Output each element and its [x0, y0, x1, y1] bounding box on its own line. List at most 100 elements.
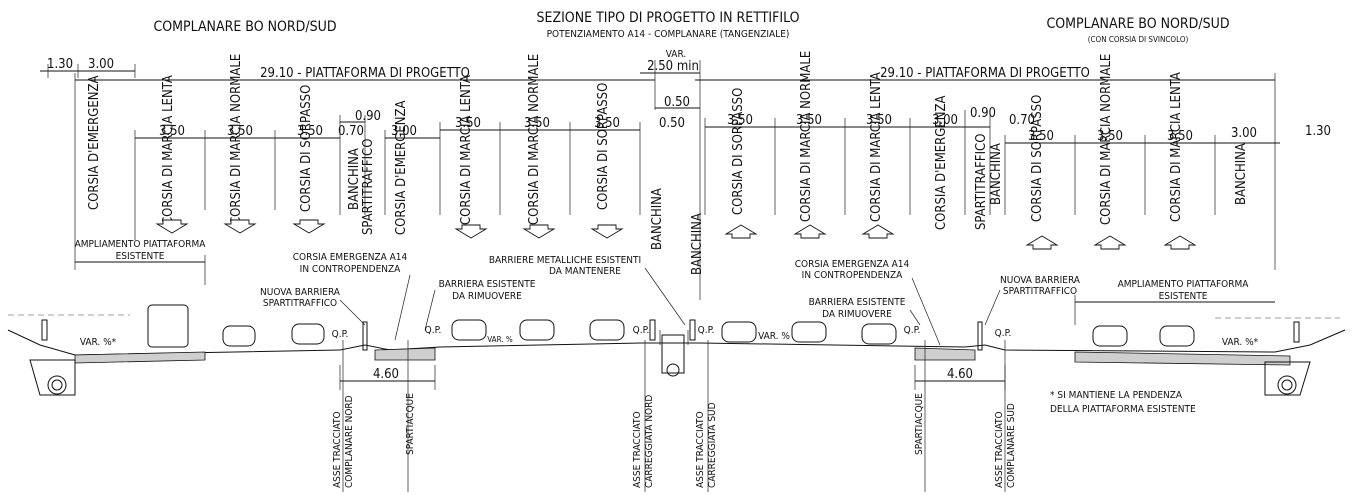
- dim-r-sorpasso: 3.50: [727, 113, 753, 128]
- note-ampliamento-left-2: ESISTENTE: [116, 251, 165, 262]
- direction-arrows-down: [155, 219, 624, 239]
- note-barriere-metalliche-1: BARRIERE METALLICHE ESISTENTI: [489, 255, 641, 266]
- arrow-down-icon: [155, 219, 189, 234]
- note-barriera-esistente-right-1: BARRIERA ESISTENTE: [809, 297, 906, 308]
- footnote-line-2: DELLA PIATTAFORMA ESISTENTE: [1050, 404, 1196, 415]
- note-nuova-barriera-left-2: SPARTITRAFFICO: [263, 298, 337, 309]
- slope-var-mid-left: VAR. %: [487, 335, 513, 344]
- axis-label-spartiacque-left: SPARTIACQUE: [405, 393, 416, 455]
- qp-marker-1: Q.P.: [332, 329, 349, 340]
- vehicles: [147, 304, 1195, 348]
- arrow-down-icon: [590, 224, 624, 239]
- dim-m-normale: 3.50: [524, 116, 550, 131]
- lane-label-l-lenta: CORSIA DI MARCIA LENTA: [161, 75, 176, 225]
- lane-label-l-emerg: CORSIA D'EMERGENZA: [87, 75, 102, 210]
- lane-label-r-lenta: CORSIA DI MARCIA LENTA: [869, 72, 884, 222]
- lane-label-l-normale: CORSIA DI MARCIA NORMALE: [229, 54, 244, 225]
- dim-r-0-70: 0.70: [1009, 113, 1035, 128]
- slope-var-left: VAR. %*: [80, 337, 117, 348]
- car-icon: [1159, 325, 1195, 347]
- lane-label-r-banchina2: BANCHINA: [989, 143, 1004, 205]
- arrow-up-icon: [724, 224, 758, 239]
- top-dimension-lines: [40, 60, 1276, 300]
- lane-label-rr-banchina: BANCHINA: [1234, 143, 1249, 205]
- dim-rr-lenta: 3.50: [1167, 129, 1193, 144]
- arrow-up-icon: [861, 224, 895, 239]
- note-nuova-barriera-right-1: NUOVA BARRIERA: [1000, 275, 1081, 286]
- lane-label-m-banchina: BANCHINA: [650, 188, 665, 250]
- car-icon: [222, 325, 256, 347]
- dim-r-3-00: 3.00: [932, 113, 958, 128]
- axis-label-carr-nord-2: CARREGGIATA NORD: [644, 395, 655, 488]
- arrow-up-icon: [1093, 235, 1127, 250]
- right-section-header: COMPLANARE BO NORD/SUD: [1046, 16, 1229, 32]
- lane-label-m-normale: CORSIA DI MARCIA NORMALE: [527, 54, 542, 225]
- dim-m-sorpasso: 3.50: [594, 116, 620, 131]
- drawing-title: SEZIONE TIPO DI PROGETTO IN RETTIFILO: [537, 10, 800, 26]
- dim-4-60-right: 4.60: [947, 367, 973, 382]
- left-section-header: COMPLANARE BO NORD/SUD: [153, 19, 336, 35]
- car-icon: [861, 323, 897, 345]
- qp-marker-4: Q.P.: [698, 325, 715, 336]
- dim-l-normale: 3.50: [227, 124, 253, 139]
- lane-labels: CORSIA D'EMERGENZA CORSIA DI MARCIA LENT…: [87, 51, 1249, 275]
- car-icon: [1092, 325, 1128, 347]
- dim-rr-3-00: 3.00: [1231, 126, 1257, 141]
- note-barriera-esistente-right-2: DA RIMUOVERE: [822, 309, 892, 320]
- dim-1-30-left: 1.30: [47, 57, 73, 72]
- arrow-down-icon: [292, 219, 326, 234]
- footnote-line-1: * SI MANTIENE LA PENDENZA: [1050, 390, 1183, 401]
- note-nuova-barriera-right-2: SPARTITRAFFICO: [1003, 286, 1077, 297]
- car-icon: [721, 321, 757, 343]
- car-icon: [291, 323, 325, 345]
- car-icon: [519, 319, 555, 341]
- note-barriera-esistente-left-2: DA RIMUOVERE: [452, 291, 522, 302]
- drawing-subtitle: POTENZIAMENTO A14 - COMPLANARE (TANGENZI…: [547, 29, 790, 40]
- lane-label-l-banchina: BANCHINA: [347, 148, 362, 210]
- lane-label-rr-lenta: CORSIA DI MARCIA LENTA: [1169, 72, 1184, 222]
- axis-label-compl-sud-2: COMPLANARE SUD: [1006, 403, 1017, 488]
- arrow-down-icon: [223, 219, 257, 234]
- note-barriera-esistente-left-1: BARRIERA ESISTENTE: [439, 279, 536, 290]
- axis-label-compl-sud-1: ASSE TRACCIATO: [994, 411, 1005, 488]
- arrow-up-icon: [1163, 235, 1197, 250]
- axis-label-carr-sud-2: CARREGGIATA SUD: [707, 402, 718, 488]
- lane-label-m-emerg: CORSIA D'EMERGENZA: [394, 100, 409, 235]
- lane-label-m-sorpasso: CORSIA DI SORPASSO: [596, 83, 611, 210]
- arrow-up-icon: [793, 224, 827, 239]
- lane-label-l-spartitraffico: SPARTITRAFFICO: [361, 139, 376, 235]
- right-section-subheader: (CON CORSIA DI SVINCOLO): [1088, 35, 1189, 44]
- lane-separators: [134, 110, 1216, 240]
- axis-label-compl-nord-1: ASSE TRACCIATO: [332, 411, 343, 488]
- note-emerg-a14-left-2: IN CONTROPENDENZA: [300, 264, 401, 275]
- truck-icon: [147, 304, 189, 348]
- dim-l-0-90: 0.90: [355, 109, 381, 124]
- note-ampliamento-right-1: AMPLIAMENTO PIATTAFORMA: [1118, 279, 1250, 290]
- lane-dimension-lines: [135, 121, 1280, 144]
- car-icon: [791, 321, 827, 343]
- dim-r-normale: 3.50: [796, 113, 822, 128]
- qp-marker-6: Q.P.: [995, 328, 1012, 339]
- lane-label-rr-normale: CORSIA DI MARCIA NORMALE: [1099, 54, 1114, 225]
- note-barriere-metalliche-2: DA MANTENERE: [549, 266, 621, 277]
- dim-l-sorpasso: 3.50: [297, 124, 323, 139]
- axis-label-spartiacque-right: SPARTIACQUE: [914, 393, 925, 455]
- lane-label-m-lenta: CORSIA DI MARCIA LENTA: [459, 75, 474, 225]
- slope-var-right: VAR. %*: [1222, 337, 1259, 348]
- note-emerg-a14-left-1: CORSIA EMERGENZA A14: [293, 252, 408, 263]
- direction-arrows-up: [724, 224, 1197, 250]
- note-ampliamento-right-2: ESISTENTE: [1159, 291, 1208, 302]
- dim-r-0-90: 0.90: [970, 106, 996, 121]
- dim-3-00-left: 3.00: [88, 57, 114, 72]
- dim-l-3-00: 3.00: [391, 124, 417, 139]
- dim-var-label: VAR.: [666, 49, 686, 60]
- dim-rr-normale: 3.50: [1097, 129, 1123, 144]
- car-icon: [451, 319, 487, 341]
- barriers: [41, 319, 1300, 351]
- lane-label-rr-sorpasso: CORSIA DI SORPASSO: [1030, 95, 1045, 222]
- lane-label-r-normale: CORSIA DI MARCIA NORMALE: [799, 51, 814, 222]
- dim-platform-right: 29.10 - PIATTAFORMA DI PROGETTO: [880, 66, 1090, 81]
- arrow-down-icon: [522, 224, 556, 239]
- dim-var-min: 2.50 min: [647, 59, 699, 74]
